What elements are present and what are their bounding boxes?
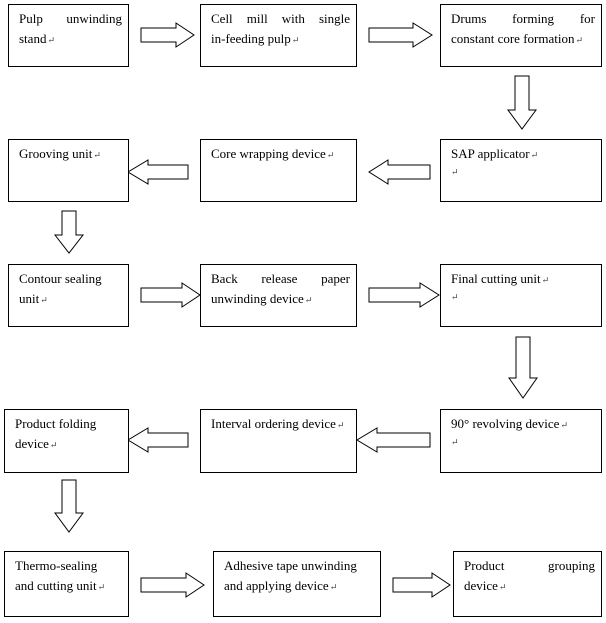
paragraph-mark-icon: ↵ bbox=[291, 35, 300, 45]
paragraph-mark-icon: ↵ bbox=[49, 440, 58, 450]
box-cell-mill: Cell mill with single in-feeding pulp↵ bbox=[200, 4, 357, 67]
box-line: Contour sealing bbox=[19, 271, 102, 286]
box-line: Product folding bbox=[15, 416, 97, 431]
box-line: device bbox=[464, 578, 498, 593]
box-line: Cell mill with single bbox=[211, 11, 350, 26]
paragraph-mark-icon: ↵ bbox=[329, 582, 338, 592]
paragraph-mark-icon: ↵ bbox=[40, 295, 48, 305]
box-line: constant core formation bbox=[451, 31, 575, 46]
arrow-down-finalcut-to-revolving bbox=[508, 336, 538, 399]
paragraph-mark-icon: ↵ bbox=[575, 35, 584, 45]
paragraph-mark-icon: ↵ bbox=[451, 292, 459, 302]
arrow-right-contour-to-backrelease bbox=[140, 282, 201, 308]
arrow-left-revolving-to-interval bbox=[356, 427, 431, 453]
arrow-down-drums-to-sap bbox=[507, 75, 537, 130]
box-line: Final cutting unit bbox=[451, 271, 541, 286]
box-back-release-paper: Back release paper unwinding device↵ bbox=[200, 264, 357, 327]
box-final-cutting-unit: Final cutting unit↵ ↵ bbox=[440, 264, 602, 327]
paragraph-mark-icon: ↵ bbox=[336, 420, 345, 430]
box-line: Back release paper bbox=[211, 271, 350, 286]
box-line: Pulp unwinding bbox=[19, 11, 122, 26]
box-adhesive-tape-device: Adhesive tape unwinding and applying dev… bbox=[213, 551, 381, 617]
paragraph-mark-icon: ↵ bbox=[304, 295, 313, 305]
box-revolving-device: 90° revolving device↵ ↵ bbox=[440, 409, 602, 473]
paragraph-mark-icon: ↵ bbox=[97, 582, 106, 592]
box-line: 90° revolving device bbox=[451, 416, 560, 431]
arrow-left-interval-to-folding bbox=[127, 427, 189, 453]
box-line: Interval ordering device bbox=[211, 416, 336, 431]
box-line: Product grouping bbox=[464, 558, 595, 573]
box-line: Drums forming for bbox=[451, 11, 595, 26]
paragraph-mark-icon: ↵ bbox=[451, 167, 459, 177]
paragraph-mark-icon: ↵ bbox=[541, 275, 550, 285]
paragraph-mark-icon: ↵ bbox=[498, 582, 507, 592]
box-grooving-unit: Grooving unit↵ bbox=[8, 139, 129, 202]
box-line: and applying device bbox=[224, 578, 329, 593]
paragraph-mark-icon: ↵ bbox=[530, 150, 539, 160]
box-line: unit bbox=[19, 291, 40, 306]
box-sap-applicator: SAP applicator↵ ↵ bbox=[440, 139, 602, 202]
box-thermo-sealing-unit: Thermo-sealing and cutting unit↵ bbox=[4, 551, 129, 617]
box-line: and cutting unit bbox=[15, 578, 97, 593]
box-line: in-feeding pulp bbox=[211, 31, 291, 46]
arrow-down-grooving-to-contour bbox=[53, 210, 85, 254]
box-contour-sealing-unit: Contour sealing unit↵ bbox=[8, 264, 129, 327]
box-core-wrapping-device: Core wrapping device↵ bbox=[200, 139, 357, 202]
paragraph-mark-icon: ↵ bbox=[326, 150, 335, 160]
box-interval-ordering-device: Interval ordering device↵ bbox=[200, 409, 357, 473]
box-line: Core wrapping device bbox=[211, 146, 326, 161]
paragraph-mark-icon: ↵ bbox=[93, 150, 101, 160]
box-product-folding-device: Product folding device↵ bbox=[4, 409, 129, 473]
arrow-left-core-to-grooving bbox=[127, 159, 189, 185]
box-line: unwinding device bbox=[211, 291, 304, 306]
arrow-down-folding-to-thermo bbox=[54, 479, 84, 533]
arrow-right-adhesive-to-grouping bbox=[392, 572, 451, 598]
box-line: stand bbox=[19, 31, 47, 46]
arrow-right-cellmill-to-drums bbox=[368, 22, 433, 48]
box-drums-forming: Drums forming for constant core formatio… bbox=[440, 4, 602, 67]
paragraph-mark-icon: ↵ bbox=[560, 420, 568, 430]
arrow-right-backrelease-to-finalcut bbox=[368, 282, 440, 308]
box-line: SAP applicator bbox=[451, 146, 530, 161]
paragraph-mark-icon: ↵ bbox=[47, 35, 55, 45]
arrow-right-thermo-to-adhesive bbox=[140, 572, 205, 598]
box-line: Thermo-sealing bbox=[15, 558, 98, 573]
box-line: device bbox=[15, 436, 49, 451]
box-pulp-unwinding-stand: Pulp unwinding stand↵ bbox=[8, 4, 129, 67]
box-line: Grooving unit bbox=[19, 146, 93, 161]
box-line: Adhesive tape unwinding bbox=[224, 558, 357, 573]
box-product-grouping-device: Product grouping device↵ bbox=[453, 551, 602, 617]
arrow-right-pulp-to-cellmill bbox=[140, 22, 195, 48]
arrow-left-sap-to-core bbox=[368, 159, 431, 185]
paragraph-mark-icon: ↵ bbox=[451, 437, 459, 447]
